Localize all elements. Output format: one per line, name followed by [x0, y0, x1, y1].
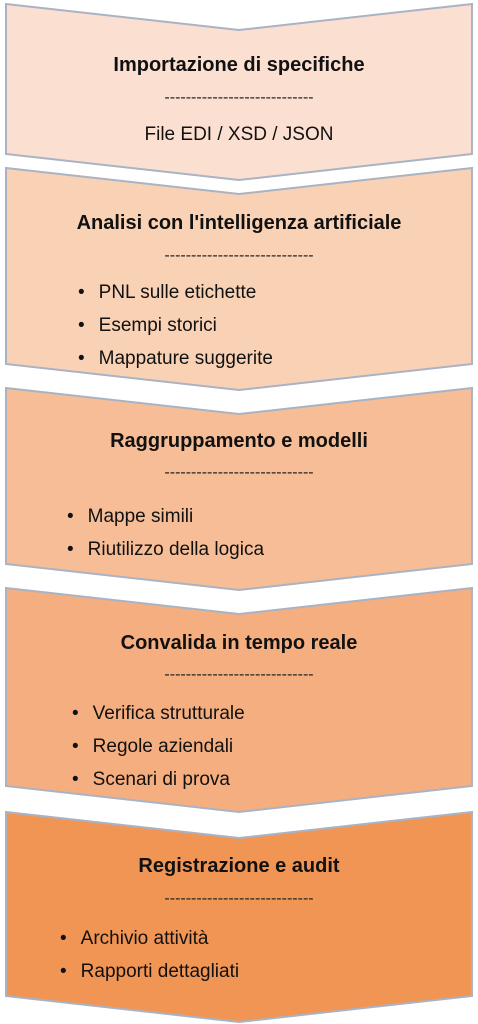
- step-list-item-label: Regole aziendali: [93, 736, 234, 757]
- step-chevron-5: [5, 810, 473, 1024]
- step-separator: ----------------------------: [164, 464, 313, 481]
- step-chevron-1: [5, 2, 473, 182]
- step-3: Raggruppamento e modelli ----------------…: [67, 430, 368, 560]
- step-title: Analisi con l'intelligenza artificiale: [77, 212, 402, 234]
- step-list-item-label: Esempi storici: [99, 315, 217, 336]
- step-separator: ----------------------------: [164, 666, 313, 683]
- step-list-item: • Scenari di prova: [72, 769, 230, 790]
- step-list-item-label: Scenari di prova: [93, 769, 231, 790]
- bullet-icon: •: [78, 348, 85, 369]
- bullet-icon: •: [72, 736, 79, 757]
- step-title: Convalida in tempo reale: [121, 632, 358, 654]
- step-2: Analisi con l'intelligenza artificiale --…: [77, 212, 402, 369]
- step-chevron-2: [5, 166, 473, 392]
- bullet-icon: •: [72, 703, 79, 724]
- step-title: Raggruppamento e modelli: [110, 430, 368, 452]
- bullet-icon: •: [67, 506, 74, 527]
- step-5: Registrazione e audit -------------------…: [60, 855, 340, 982]
- chevron-layer: [5, 2, 473, 1024]
- step-list-item-label: Rapporti dettagliati: [81, 961, 239, 982]
- bullet-icon: •: [60, 928, 67, 949]
- step-list-item: • Regole aziendali: [72, 736, 233, 757]
- step-1: Importazione di specifiche --------------…: [113, 54, 364, 145]
- step-list-item: • Esempi storici: [78, 315, 217, 336]
- step-list-item-label: Archivio attività: [81, 928, 209, 949]
- step-separator: ----------------------------: [164, 890, 313, 907]
- step-list-item: • Verifica strutturale: [72, 703, 245, 724]
- step-list-item: • Riutilizzo della logica: [67, 539, 264, 560]
- step-subtitle: File EDI / XSD / JSON: [145, 124, 334, 145]
- step-list-item: • Archivio attività: [60, 928, 209, 949]
- step-separator: ----------------------------: [164, 247, 313, 264]
- step-list-item-label: Mappe simili: [88, 506, 194, 527]
- step-chevron-4: [5, 586, 473, 814]
- step-title: Importazione di specifiche: [113, 54, 364, 76]
- step-list-item: • Mappe simili: [67, 506, 193, 527]
- step-list-item-label: Mappature suggerite: [99, 348, 273, 369]
- bullet-icon: •: [67, 539, 74, 560]
- step-separator: ----------------------------: [164, 89, 313, 106]
- bullet-icon: •: [60, 961, 67, 982]
- step-4: Convalida in tempo reale ----------------…: [72, 632, 357, 790]
- step-list-item-label: PNL sulle etichette: [99, 282, 257, 303]
- step-list-item-label: Verifica strutturale: [93, 703, 245, 724]
- step-list-item-label: Riutilizzo della logica: [88, 539, 265, 560]
- step-title: Registrazione e audit: [138, 855, 339, 877]
- bullet-icon: •: [78, 315, 85, 336]
- bullet-icon: •: [72, 769, 79, 790]
- step-list-item: • PNL sulle etichette: [78, 282, 256, 303]
- step-list-item: • Rapporti dettagliati: [60, 961, 239, 982]
- text-layer: Importazione di specifiche --------------…: [60, 54, 401, 982]
- bullet-icon: •: [78, 282, 85, 303]
- step-list-item: • Mappature suggerite: [78, 348, 273, 369]
- step-chevron-3: [5, 386, 473, 592]
